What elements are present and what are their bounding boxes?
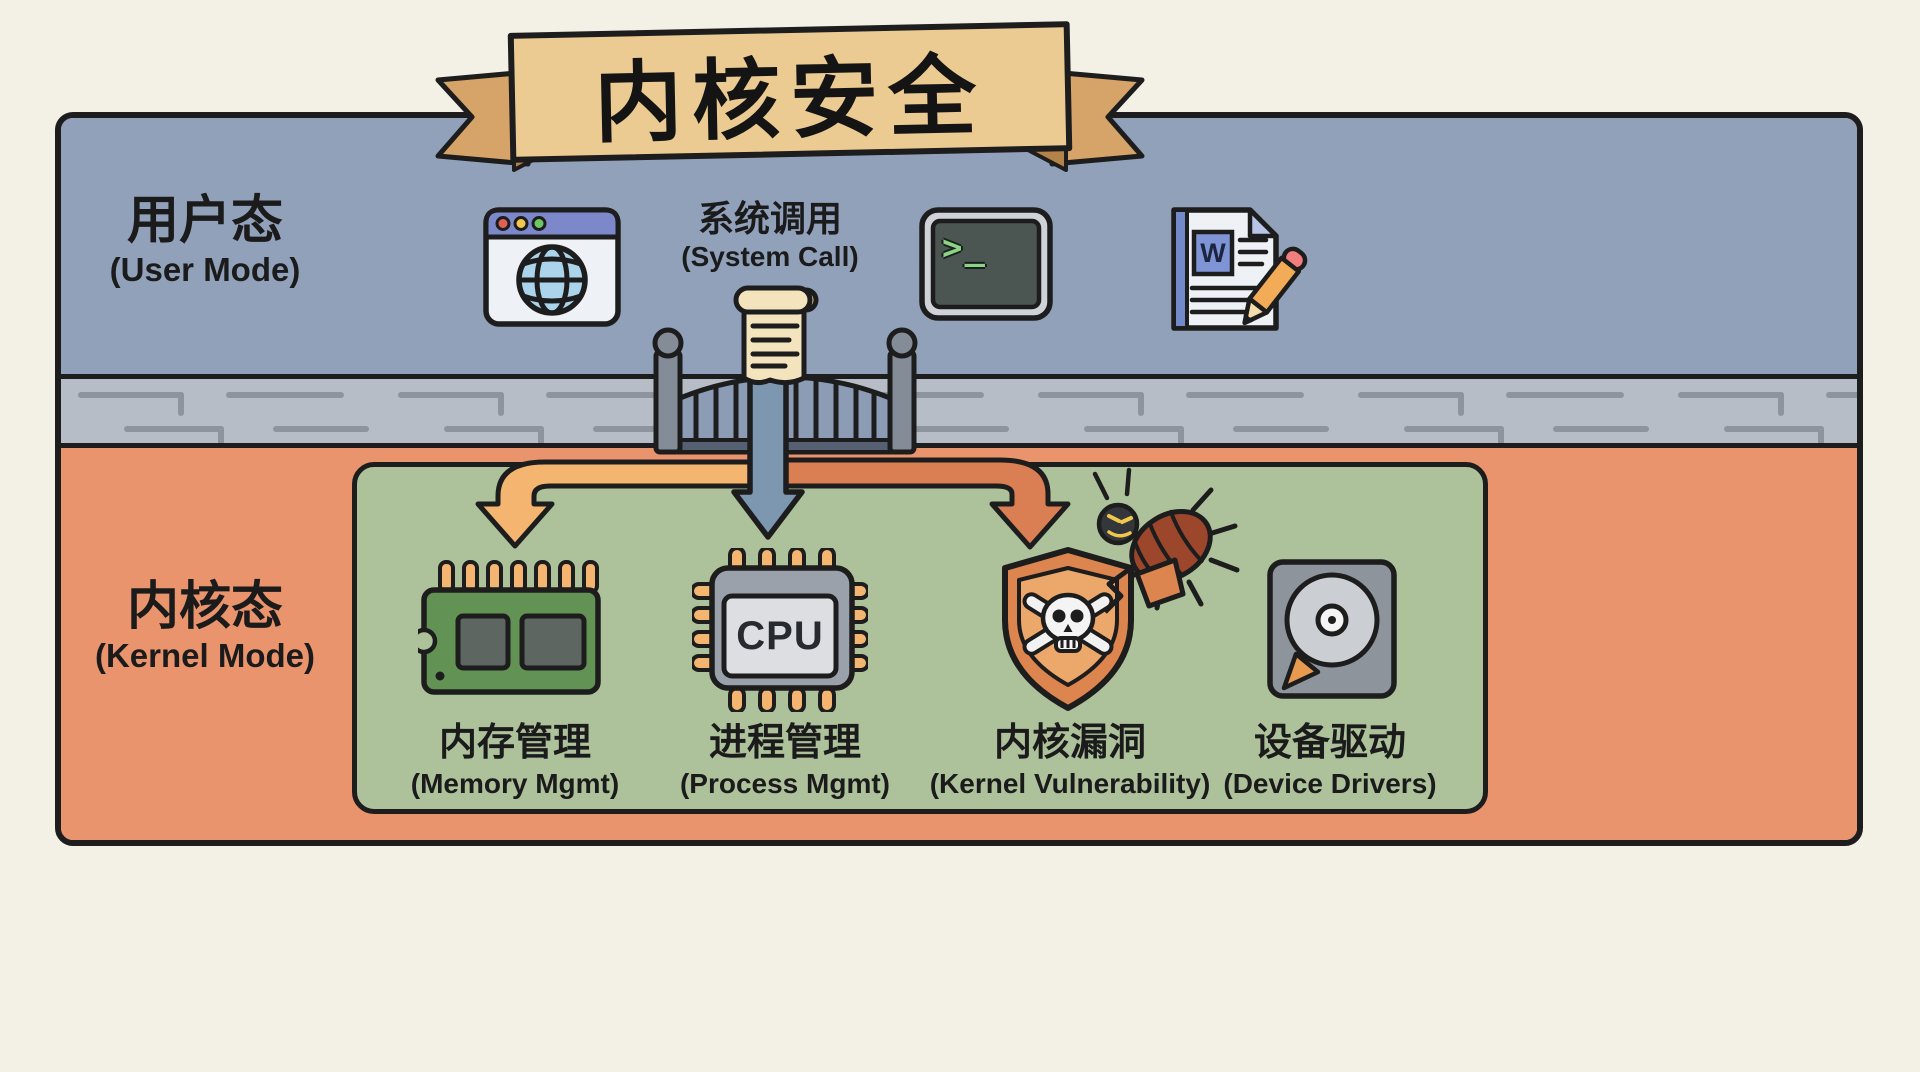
broken-shield-skull-icon [985, 458, 1247, 720]
cpu-chip-text: CPU [736, 613, 824, 658]
banner-ribbon-icon [435, 21, 1145, 172]
kernel-mode-label: 内核态 (Kernel Mode) [40, 578, 370, 676]
document-icon: W [1158, 202, 1308, 334]
banner-title: 内核安全 [593, 45, 988, 153]
label-memory-mgmt: 内存管理 (Memory Mgmt) [395, 720, 635, 802]
disk-icon [1266, 556, 1398, 702]
device-drivers-zh: 设备驱动 [1253, 722, 1406, 764]
label-device-drivers: 设备驱动 (Device Drivers) [1205, 720, 1455, 802]
kernel-mode-label-en: (Kernel Mode) [94, 637, 315, 674]
cpu-icon: CPU [690, 546, 870, 714]
user-mode-label: 用户态 (User Mode) [40, 192, 370, 290]
device-drivers-en: (Device Drivers) [1223, 768, 1437, 799]
process-mgmt-zh: 进程管理 [708, 722, 861, 764]
kernel-mode-label-zh: 内核态 [126, 578, 283, 636]
kernel-vulnerability-en: (Kernel Vulnerability) [929, 768, 1211, 799]
document-letter: W [1200, 237, 1226, 268]
brick-wall [61, 379, 1857, 443]
user-mode-label-zh: 用户态 [126, 192, 283, 250]
process-mgmt-en: (Process Mgmt) [679, 768, 891, 799]
ram-icon [410, 560, 604, 704]
skull-crossbones-icon [1022, 592, 1114, 656]
brick-wall-band [61, 374, 1857, 448]
kernel-vulnerability-zh: 内核漏洞 [993, 722, 1146, 764]
pencil-icon [1242, 246, 1308, 326]
user-mode-label-en: (User Mode) [109, 251, 301, 288]
terminal-icon: >_ [918, 206, 1054, 322]
system-call-label-zh: 系统调用 [697, 198, 842, 239]
memory-mgmt-zh: 内存管理 [438, 722, 591, 764]
system-call-label-en: (System Call) [681, 241, 859, 272]
label-kernel-vulnerability: 内核漏洞 (Kernel Vulnerability) [910, 720, 1230, 802]
label-process-mgmt: 进程管理 (Process Mgmt) [660, 720, 910, 802]
system-call-label: 系统调用 (System Call) [640, 198, 900, 274]
terminal-prompt: >_ [942, 228, 987, 268]
memory-mgmt-en: (Memory Mgmt) [410, 768, 620, 799]
browser-globe-icon [482, 206, 622, 328]
